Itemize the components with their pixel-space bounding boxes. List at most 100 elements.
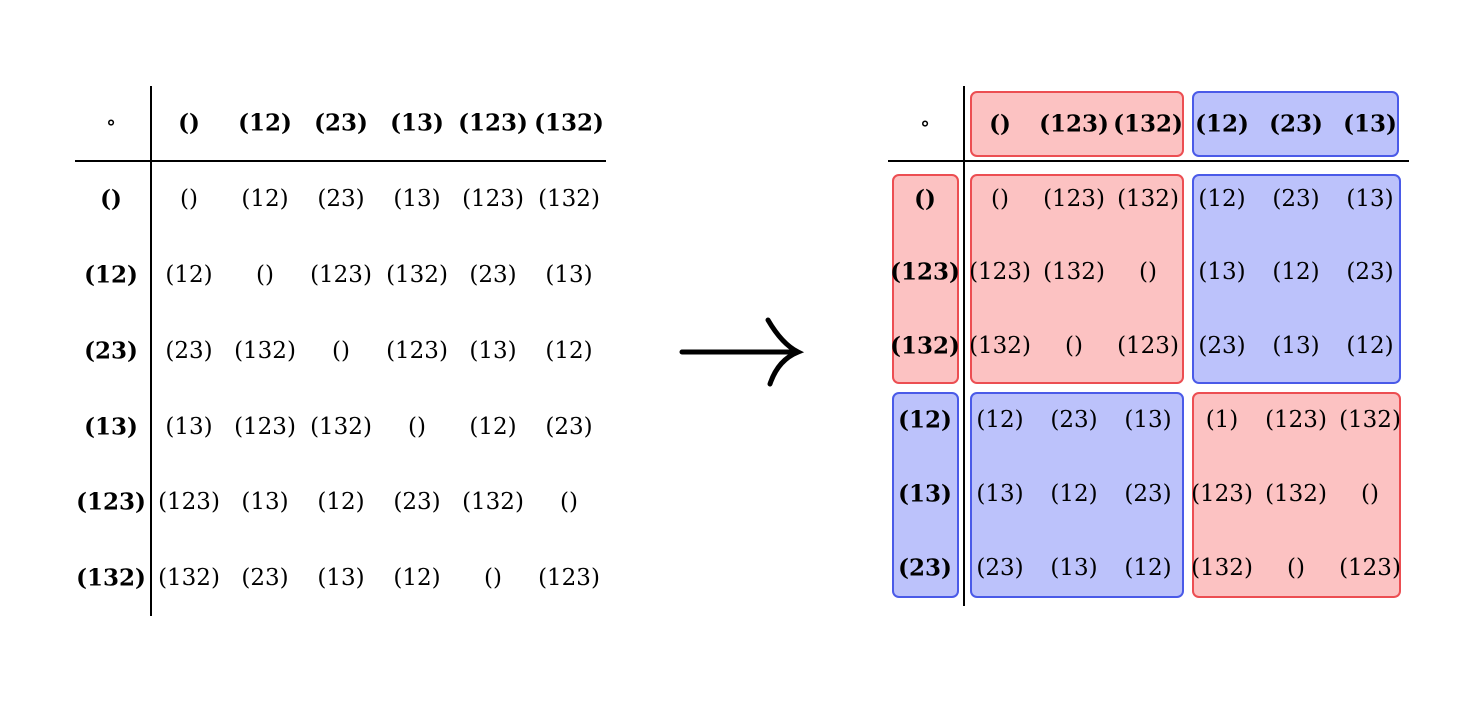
right-table-cell: (23) <box>1272 186 1320 212</box>
block-bottom-right <box>1192 392 1401 598</box>
left-table-cell: (132) <box>234 338 296 364</box>
right-table-cell: (13) <box>976 481 1024 507</box>
header-block-coset <box>1192 91 1399 157</box>
right-table-cell: () <box>1139 259 1157 285</box>
right-col-header: (12) <box>1195 110 1249 138</box>
row-header-block-coset <box>892 392 959 598</box>
right-table-cell: (132) <box>1339 407 1401 433</box>
left-table-cell: () <box>408 414 426 440</box>
right-col-header: (123) <box>1039 110 1109 138</box>
left-col-header: (132) <box>534 109 604 137</box>
left-table-cell: () <box>332 338 350 364</box>
left-table-cell: (123) <box>310 262 372 288</box>
left-row-header: () <box>100 185 122 213</box>
left-table-cell: (23) <box>545 414 593 440</box>
right-col-header: () <box>989 110 1011 138</box>
right-table-cell: (132) <box>1191 555 1253 581</box>
right-table-cell: (123) <box>1117 333 1179 359</box>
right-row-header: () <box>914 185 936 213</box>
left-table-cell: () <box>180 186 198 212</box>
left-table-cell: (132) <box>462 489 524 515</box>
left-table-cell: () <box>256 262 274 288</box>
left-table-cell: (12) <box>469 414 517 440</box>
right-table-horizontal-rule <box>888 160 1409 162</box>
left-table-cell: (23) <box>317 186 365 212</box>
right-col-header: (13) <box>1343 110 1397 138</box>
block-top-right <box>1192 174 1401 384</box>
left-table-cell: (12) <box>545 338 593 364</box>
left-row-header: (132) <box>76 564 146 592</box>
right-table-cell: (123) <box>1043 186 1105 212</box>
left-row-header: (23) <box>84 337 138 365</box>
block-top-left <box>970 174 1184 384</box>
right-row-header: (132) <box>890 332 960 360</box>
right-table-cell: (132) <box>969 333 1031 359</box>
left-col-header: (23) <box>314 109 368 137</box>
left-table-vertical-rule <box>150 86 152 616</box>
left-table-cell: (132) <box>538 186 600 212</box>
right-table-cell: () <box>1287 555 1305 581</box>
right-table-cell: () <box>991 186 1009 212</box>
right-operator-symbol: ∘ <box>919 111 931 137</box>
right-table-cell: (12) <box>1198 186 1246 212</box>
right-table-cell: (123) <box>1191 481 1253 507</box>
right-table-cell: (12) <box>1272 259 1320 285</box>
right-table-cell: (12) <box>1346 333 1394 359</box>
right-table-cell: (123) <box>1339 555 1401 581</box>
right-arrow-icon <box>679 317 805 387</box>
left-table-cell: (13) <box>241 489 289 515</box>
left-table-cell: (12) <box>393 565 441 591</box>
right-table-vertical-rule <box>963 86 965 606</box>
right-table-cell: (12) <box>1050 481 1098 507</box>
left-table-cell: () <box>484 565 502 591</box>
right-table-cell: () <box>1065 333 1083 359</box>
left-table-cell: (23) <box>165 338 213 364</box>
right-table-cell: (23) <box>1050 407 1098 433</box>
left-table-cell: (132) <box>158 565 220 591</box>
right-row-header: (123) <box>890 258 960 286</box>
left-col-header: (13) <box>390 109 444 137</box>
left-col-header: (123) <box>458 109 528 137</box>
left-col-header: () <box>178 109 200 137</box>
left-row-header: (12) <box>84 261 138 289</box>
left-table-cell: () <box>560 489 578 515</box>
right-table-cell: (132) <box>1265 481 1327 507</box>
right-row-header: (12) <box>898 406 952 434</box>
left-table-cell: (13) <box>545 262 593 288</box>
left-table-cell: (23) <box>469 262 517 288</box>
right-table-cell: () <box>1361 481 1379 507</box>
header-block-subgroup <box>970 91 1184 157</box>
left-table-cell: (123) <box>234 414 296 440</box>
left-table-cell: (13) <box>165 414 213 440</box>
right-table-cell: (23) <box>1346 259 1394 285</box>
right-table-cell: (23) <box>1124 481 1172 507</box>
right-table-cell: (123) <box>1265 407 1327 433</box>
left-table-cell: (123) <box>386 338 448 364</box>
right-table-cell: (123) <box>969 259 1031 285</box>
left-table-cell: (132) <box>386 262 448 288</box>
block-bottom-left <box>970 392 1184 598</box>
left-table-cell: (23) <box>393 489 441 515</box>
left-table-cell: (13) <box>393 186 441 212</box>
right-col-header: (132) <box>1113 110 1183 138</box>
left-table-cell: (123) <box>538 565 600 591</box>
right-col-header: (23) <box>1269 110 1323 138</box>
right-table-cell: (12) <box>976 407 1024 433</box>
right-table-cell: (13) <box>1050 555 1098 581</box>
right-table-cell: (23) <box>1198 333 1246 359</box>
left-table-cell: (123) <box>158 489 220 515</box>
right-table-cell: (13) <box>1272 333 1320 359</box>
right-table-cell: (132) <box>1117 186 1179 212</box>
left-row-header: (123) <box>76 488 146 516</box>
left-operator-symbol: ∘ <box>105 110 117 136</box>
left-table-cell: (13) <box>317 565 365 591</box>
left-table-cell: (12) <box>165 262 213 288</box>
left-table-cell: (132) <box>310 414 372 440</box>
row-header-block-subgroup <box>892 174 959 384</box>
left-table-cell: (123) <box>462 186 524 212</box>
left-table-cell: (23) <box>241 565 289 591</box>
right-row-header: (23) <box>898 554 952 582</box>
right-table-cell: (13) <box>1346 186 1394 212</box>
left-table-cell: (13) <box>469 338 517 364</box>
right-table-cell: (12) <box>1124 555 1172 581</box>
